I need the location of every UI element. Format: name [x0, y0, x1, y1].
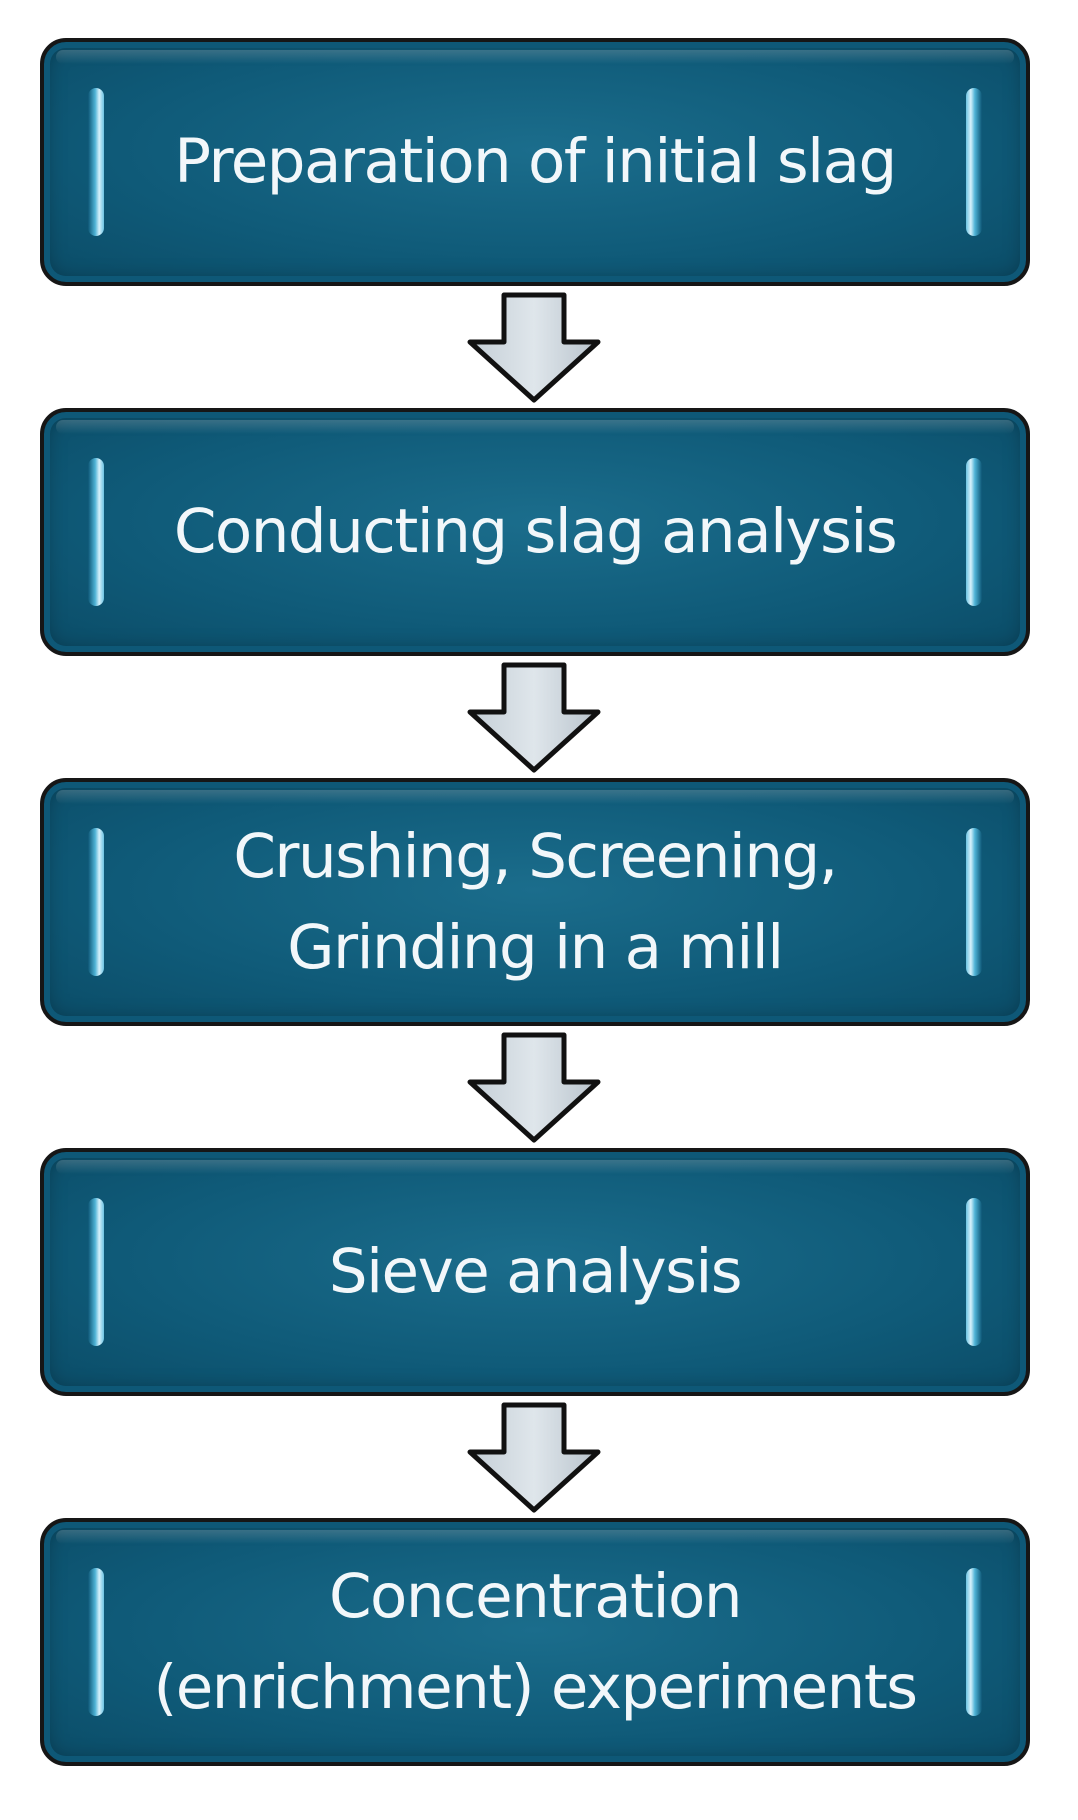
edge-highlight-left: [88, 458, 104, 606]
step-sieve-analysis: Sieve analysis: [40, 1148, 1030, 1396]
down-arrow-icon: [467, 1402, 601, 1513]
step-label: Sieve analysis: [328, 1236, 743, 1308]
edge-highlight-left: [88, 88, 104, 236]
edge-highlight-right: [966, 88, 982, 236]
step-label: Conducting slag analysis: [173, 496, 898, 568]
edge-highlight-right: [966, 828, 982, 976]
edge-highlight-left: [88, 1568, 104, 1716]
down-arrow-icon: [467, 662, 601, 773]
edge-highlight-left: [88, 1198, 104, 1346]
edge-highlight-right: [966, 1198, 982, 1346]
down-arrow-icon: [467, 1032, 601, 1143]
step-label: Crushing, Screening, Grinding in a mill: [233, 820, 838, 984]
step-concentration-experiments: Concentration (enrichment) experiments: [40, 1518, 1030, 1766]
step-conducting-slag-analysis: Conducting slag analysis: [40, 408, 1030, 656]
down-arrow-icon: [467, 292, 601, 403]
edge-highlight-left: [88, 828, 104, 976]
step-label: Concentration (enrichment) experiments: [153, 1560, 918, 1724]
step-crushing-screening-grinding: Crushing, Screening, Grinding in a mill: [40, 778, 1030, 1026]
edge-highlight-right: [966, 1568, 982, 1716]
step-label: Preparation of initial slag: [174, 126, 897, 198]
step-preparation-of-initial-slag: Preparation of initial slag: [40, 38, 1030, 286]
edge-highlight-right: [966, 458, 982, 606]
